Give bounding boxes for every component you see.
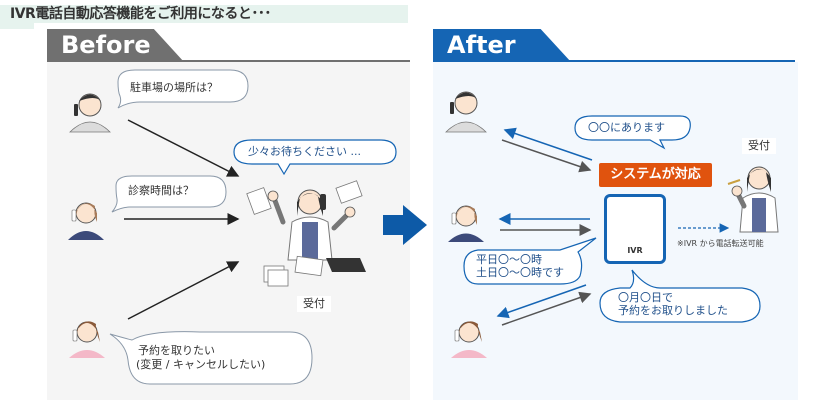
transition-arrow-icon (383, 205, 427, 245)
bubble-reserved (599, 269, 761, 323)
bubble-hours-line2: 土日〇～〇時です (476, 266, 564, 279)
bubble-hours (111, 175, 227, 213)
arrow-response-man (503, 127, 593, 161)
busy-receptionist-icon (246, 180, 366, 287)
system-badge: システムが対応 (599, 163, 712, 187)
caller-young-woman-icon (69, 321, 105, 358)
arrow-response-young-woman (496, 284, 587, 319)
bubble-hours-text: 診察時間は？ (128, 184, 194, 197)
transfer-note: ※IVR から電話転送可能 (677, 239, 764, 248)
bubble-location-text: 〇〇にあります (588, 121, 665, 134)
after-receptionist-label: 受付 (742, 138, 776, 154)
bubble-hours-answer (463, 237, 597, 285)
bubble-wait-text: 少々お待ちください ... (248, 145, 361, 158)
after-caller-woman-icon (448, 205, 484, 242)
after-caller-man-icon (445, 91, 487, 133)
ivr-label: IVR (627, 246, 643, 255)
title-band (0, 5, 408, 23)
bubble-parking-text: 駐車場の場所は？ (130, 81, 218, 94)
before-tab-line (47, 60, 410, 62)
bubble-wait (233, 139, 397, 176)
ivr-box: IVR (604, 194, 666, 264)
bubble-reservation-line1: 予約を取りたい (138, 344, 215, 357)
arrow-call-man (501, 139, 592, 173)
page-title: IVR電話自動応答機能をご利用になると･･･ (10, 6, 271, 22)
bubble-reserved-line1: 〇月〇日で (618, 291, 673, 304)
bubble-reservation (109, 331, 313, 385)
arrow-parking (127, 119, 240, 177)
caller-woman-icon (68, 202, 104, 240)
calm-receptionist-icon (727, 166, 779, 233)
bubble-reserved-line2: 予約をお取りしました (618, 304, 728, 317)
bubble-location (574, 115, 691, 150)
arrow-reservation (127, 261, 240, 320)
title-band-accent (0, 23, 34, 29)
after-caller-young-woman-icon (451, 321, 487, 358)
arrow-call-young-woman (501, 291, 592, 326)
caller-man-icon (69, 93, 111, 133)
bubble-hours-line1: 平日〇～〇時 (476, 253, 542, 266)
before-receptionist-label: 受付 (297, 296, 331, 312)
bubble-parking (117, 69, 249, 109)
after-tab-line (433, 60, 795, 62)
bubble-reservation-line2: (変更 / キャンセルしたい) (136, 358, 266, 371)
